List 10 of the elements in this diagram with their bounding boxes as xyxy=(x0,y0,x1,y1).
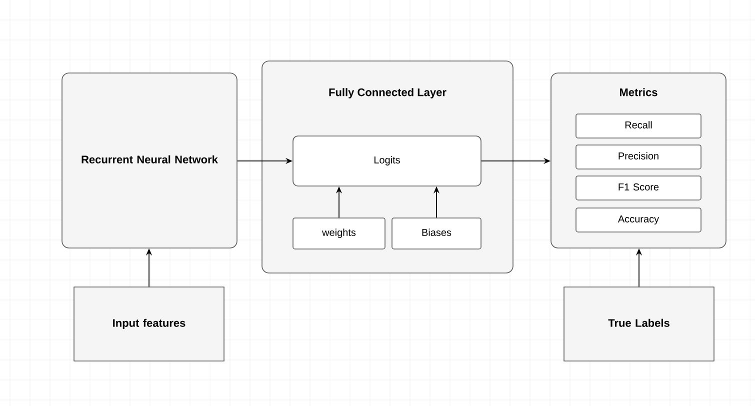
item-box: Biases xyxy=(392,218,482,250)
input-box: True Labels xyxy=(564,286,714,362)
item-box: Accuracy xyxy=(576,208,702,232)
item-box: F1 Score xyxy=(576,176,702,200)
process-box: Recurrent Neural Network xyxy=(62,72,238,248)
item-box: Recall xyxy=(576,114,702,138)
item-box: Precision xyxy=(576,144,702,170)
item-box: weights xyxy=(292,218,386,250)
process-box: Logits xyxy=(292,136,482,186)
input-box: Input features xyxy=(74,286,224,362)
